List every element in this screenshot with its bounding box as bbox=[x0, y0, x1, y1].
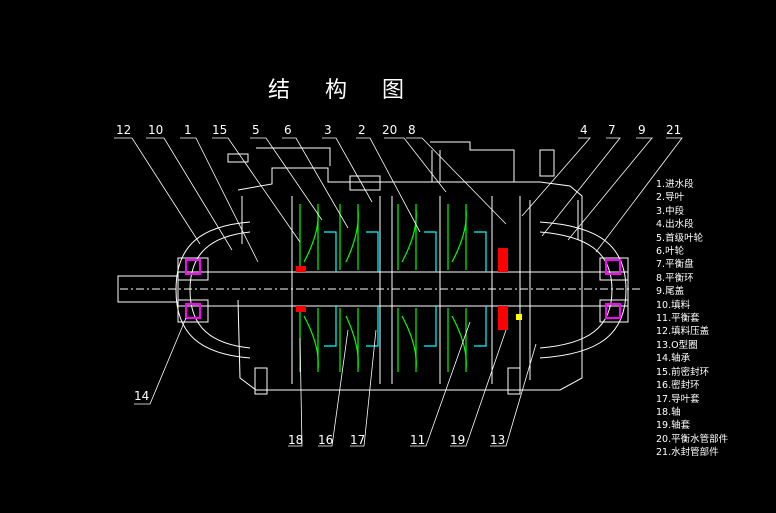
shaft bbox=[117, 271, 640, 307]
legend-item: 13.O型圈 bbox=[656, 339, 698, 351]
sleeve-marks bbox=[516, 314, 522, 320]
legend-item: 3.中段 bbox=[656, 205, 685, 217]
callout-5: 5 bbox=[252, 123, 260, 137]
callout-10: 10 bbox=[148, 123, 163, 137]
callout-12: 12 bbox=[116, 123, 131, 137]
callout-1: 1 bbox=[184, 123, 192, 137]
legend-item: 15.前密封环 bbox=[656, 366, 710, 378]
callout-16: 16 bbox=[318, 433, 333, 447]
legend-item: 6.叶轮 bbox=[656, 246, 685, 258]
legend-item: 16.密封环 bbox=[656, 380, 700, 392]
left-bearing-housing bbox=[175, 221, 251, 359]
legend-item: 11.平衡套 bbox=[656, 313, 700, 325]
drawing-title: 结 构 图 bbox=[268, 78, 418, 103]
legend-item: 14.轴承 bbox=[656, 353, 691, 365]
legend-item: 2.导叶 bbox=[656, 192, 685, 204]
legend-item: 9.尾盖 bbox=[656, 286, 685, 298]
leader-lines bbox=[114, 137, 683, 447]
callout-17: 17 bbox=[350, 433, 365, 447]
legend-item: 19.轴套 bbox=[656, 420, 691, 432]
legend-item: 21.水封管部件 bbox=[656, 447, 719, 459]
impeller-stages bbox=[299, 204, 467, 372]
callout-8: 8 bbox=[408, 123, 416, 137]
callout-4: 4 bbox=[580, 123, 588, 137]
legend-item: 18.轴 bbox=[656, 406, 681, 418]
legend-item: 4.出水段 bbox=[656, 219, 694, 231]
diffusers bbox=[324, 231, 487, 347]
legend-item: 1.进水段 bbox=[656, 179, 694, 190]
legend-item: 12.填料压盖 bbox=[656, 326, 710, 338]
callout-14: 14 bbox=[134, 389, 149, 403]
parts-legend: 1.进水段 2.导叶 3.中段 4.出水段 5.首级叶轮 6.叶轮 7.平衡盘 … bbox=[656, 178, 728, 460]
legend-item: 8.平衡环 bbox=[656, 272, 694, 284]
legend-item: 5.首级叶轮 bbox=[656, 232, 704, 244]
middle-sections bbox=[291, 196, 531, 384]
legend-item: 20.平衡水管部件 bbox=[656, 433, 729, 445]
callout-11: 11 bbox=[410, 433, 425, 447]
callout-labels: 12 10 1 15 5 6 3 2 20 8 4 7 9 21 14 18 1… bbox=[116, 123, 681, 447]
callout-9: 9 bbox=[638, 123, 646, 137]
callout-21: 21 bbox=[666, 123, 681, 137]
callout-18: 18 bbox=[288, 433, 303, 447]
callout-7: 7 bbox=[608, 123, 616, 137]
balance-components bbox=[296, 248, 508, 330]
bearings bbox=[185, 259, 621, 319]
callout-3: 3 bbox=[324, 123, 332, 137]
callout-19: 19 bbox=[450, 433, 465, 447]
callout-20: 20 bbox=[382, 123, 397, 137]
legend-item: 7.平衡盘 bbox=[656, 259, 694, 271]
callout-15: 15 bbox=[212, 123, 227, 137]
callout-6: 6 bbox=[284, 123, 292, 137]
right-bearing-housing bbox=[539, 221, 629, 359]
pump-casing bbox=[227, 141, 583, 395]
callout-13: 13 bbox=[490, 433, 505, 447]
legend-item: 17.导叶套 bbox=[656, 393, 700, 405]
callout-2: 2 bbox=[358, 123, 366, 137]
legend-item: 10.填料 bbox=[656, 299, 691, 311]
